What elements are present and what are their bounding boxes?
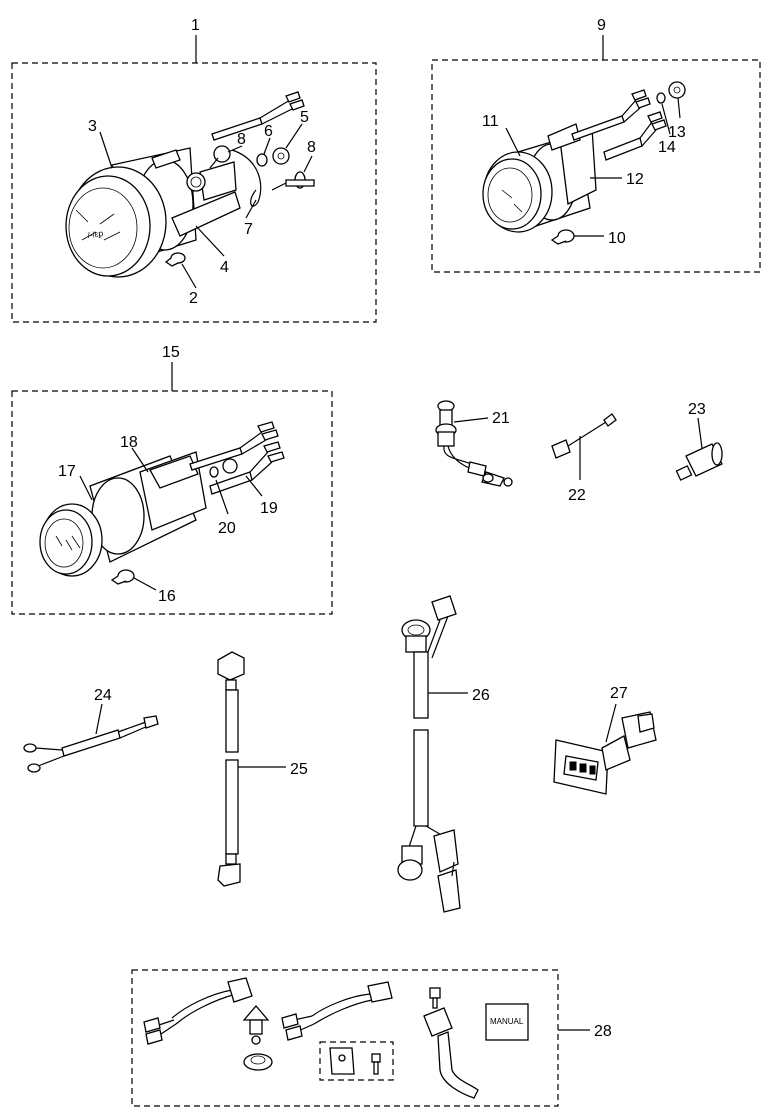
- group-1-dashed-border: [11, 62, 377, 323]
- callout-18: 18: [120, 434, 138, 451]
- harness-24: 24: [23, 687, 159, 773]
- callout-5: 5: [300, 109, 309, 126]
- terminal-block: [151, 149, 181, 169]
- callout-25: 25: [290, 761, 308, 778]
- group-9-gauge-kit: 9 11 12: [431, 17, 761, 273]
- callout-23: 23: [688, 401, 706, 418]
- callout-6: 6: [264, 123, 273, 140]
- group-1-gauge-kit: 1 /-/ɛꝑ: [11, 17, 377, 323]
- nut-5: [272, 147, 290, 165]
- callout-27: 27: [610, 685, 628, 702]
- callout-15: 15: [162, 344, 180, 361]
- bulb-2: [164, 252, 186, 267]
- kit-connector: [423, 1007, 453, 1037]
- washer-20: [209, 466, 219, 478]
- callout-2: 2: [189, 290, 198, 307]
- washer-6: [256, 153, 268, 167]
- group-28-kit: 28 MANUAL: [131, 969, 612, 1107]
- callout-4: 4: [220, 259, 229, 276]
- terminal-8a: [209, 145, 231, 169]
- svg-text:/-/ɛꝑ: /-/ɛꝑ: [87, 229, 104, 240]
- wire-lead-b: [603, 137, 643, 161]
- bulb-10: [550, 229, 575, 245]
- kit-harness-b: [367, 981, 393, 1003]
- callout-12: 12: [626, 171, 644, 188]
- harness-25: 25: [217, 651, 308, 887]
- terminal-8b: [271, 171, 315, 191]
- kit-plug: [242, 1005, 270, 1021]
- group-15-gauge-kit: 15 18 17 19: [11, 344, 333, 615]
- callout-8a: 8: [237, 131, 246, 148]
- group-9-dashed-border: [431, 59, 761, 273]
- kit-grommet: [243, 1053, 273, 1071]
- callout-20: 20: [218, 520, 236, 537]
- kit-cable: [437, 1031, 479, 1099]
- sender-23: 23: [675, 401, 723, 481]
- wire-leads-top: [211, 91, 305, 141]
- callout-21: 21: [492, 410, 510, 427]
- callout-26: 26: [472, 687, 490, 704]
- kit-harness-a: [171, 989, 237, 1025]
- nut-13: [668, 81, 686, 99]
- callout-19: 19: [260, 500, 278, 517]
- harness-26: 26: [397, 595, 490, 913]
- callout-11: 11: [482, 113, 499, 130]
- bracket-18: [149, 455, 199, 489]
- callout-16: 16: [158, 588, 176, 605]
- callout-9: 9: [597, 17, 606, 34]
- callout-3: 3: [88, 118, 97, 135]
- callout-28: 28: [594, 1023, 612, 1040]
- nut-15: [222, 458, 238, 474]
- sender-lead-22: 22: [551, 413, 617, 504]
- kit-manual: [485, 1003, 529, 1041]
- callout-14: 14: [658, 139, 676, 156]
- panel-connector-27: 27: [553, 685, 657, 795]
- callout-13: 13: [668, 124, 686, 141]
- wire-lead-a: [571, 115, 625, 141]
- bracket-4: [171, 161, 241, 237]
- callout-1: 1: [191, 17, 200, 34]
- bulb-16: [110, 569, 135, 585]
- wire-7: [231, 149, 262, 207]
- callout-24: 24: [94, 687, 112, 704]
- callout-7: 7: [244, 221, 253, 238]
- callout-8b: 8: [307, 139, 316, 156]
- group-28-dashed-border: [131, 969, 559, 1107]
- switch-21: 21: [435, 400, 513, 487]
- kit-bolt: [429, 987, 441, 999]
- manual-label: MANUAL: [490, 1017, 524, 1026]
- callout-22: 22: [568, 487, 586, 504]
- callout-17: 17: [58, 463, 76, 480]
- kit-bracket-inset: [319, 1041, 394, 1081]
- washer-14: [656, 92, 666, 104]
- callout-10: 10: [608, 230, 626, 247]
